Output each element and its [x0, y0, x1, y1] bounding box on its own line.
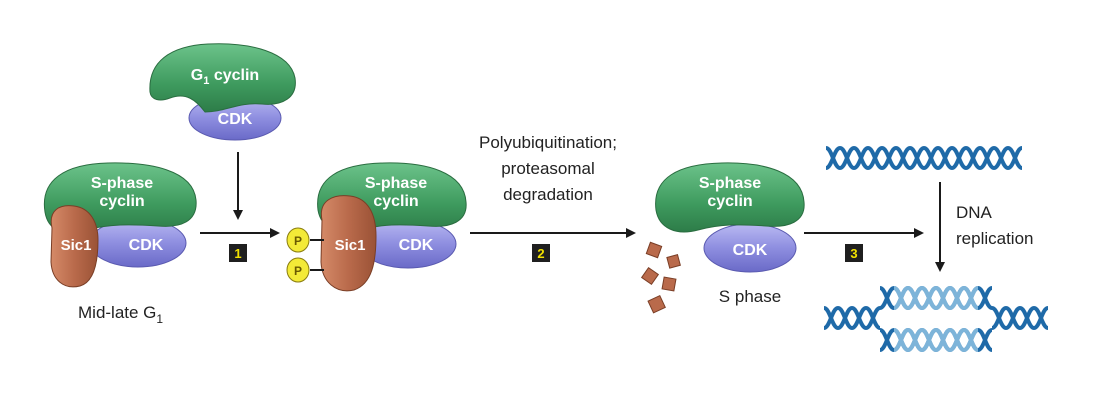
svg-text:3: 3: [850, 246, 857, 261]
polyubiquitination-label-3: degradation: [503, 185, 593, 204]
replication-label: replication: [956, 229, 1034, 248]
sic1-complex1: [50, 205, 99, 288]
sic1-label-1: Sic1: [61, 237, 92, 254]
s-phase-label-3b: cyclin: [707, 193, 752, 210]
cdk-label-2: CDK: [399, 237, 434, 254]
s-phase-label-2a: S-phase: [365, 175, 427, 192]
dna-double-helix: [824, 146, 1024, 170]
svg-text:1: 1: [234, 246, 241, 261]
phosphate-1: P: [286, 227, 310, 253]
sic1-complex2: [320, 195, 377, 292]
mid-late-g1-label: Mid-late G1: [78, 303, 163, 326]
degraded-sic1-fragments: [640, 241, 681, 314]
svg-text:P: P: [294, 234, 302, 248]
step-badge-2: 2: [532, 244, 550, 262]
g1-cyclin-cdk-complex: G1 cyclin CDK: [149, 43, 296, 141]
s-phase-label-1b: cyclin: [99, 193, 144, 210]
step-badge-1: 1: [229, 244, 247, 262]
svg-text:2: 2: [537, 246, 544, 261]
s-phase-label-1a: S-phase: [91, 175, 153, 192]
cdk-label-3: CDK: [733, 242, 768, 259]
step-badge-3: 3: [845, 244, 863, 262]
sic1-label-2: Sic1: [335, 237, 366, 254]
s-phase-label-2b: cyclin: [373, 193, 418, 210]
dna-replication-bubble: [822, 286, 1050, 352]
s-phase-label-3a: S-phase: [699, 175, 761, 192]
complex-mid-late-g1: S-phase cyclin Sic1 CDK: [43, 162, 197, 288]
phosphate-2: P: [286, 257, 310, 283]
dna-label: DNA: [956, 203, 993, 222]
cdk-label-g1: CDK: [218, 111, 253, 128]
complex-s-phase: S-phase cyclin CDK: [655, 162, 805, 273]
svg-text:P: P: [294, 264, 302, 278]
complex-phosphorylated: P P S-phase cyclin Sic1 CDK: [286, 162, 467, 292]
polyubiquitination-label-1: Polyubiquitination;: [479, 133, 617, 152]
s-phase-caption: S phase: [719, 287, 781, 306]
polyubiquitination-label-2: proteasomal: [501, 159, 595, 178]
g1-cyclin-label: G1 cyclin: [191, 67, 259, 87]
cdk-label-1: CDK: [129, 237, 164, 254]
s-phase-cyclin-complex3: [655, 162, 805, 233]
g1-cyclin: [149, 43, 296, 113]
